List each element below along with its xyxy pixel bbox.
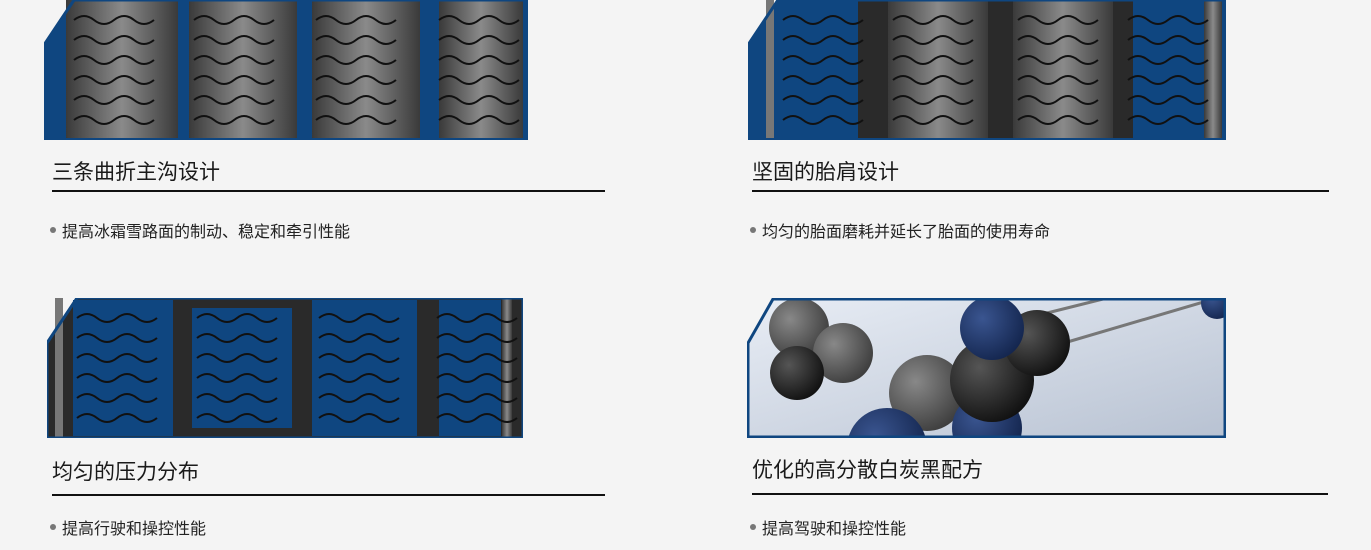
bullet-icon — [750, 227, 756, 233]
feature-bullet-text: 提高驾驶和操控性能 — [762, 519, 907, 538]
divider — [752, 493, 1328, 495]
bullet-icon — [50, 524, 56, 530]
bullet-icon — [750, 524, 756, 530]
feature-bullet-text: 提高冰霜雪路面的制动、稳定和牵引性能 — [62, 222, 351, 241]
feature-title: 均匀的压力分布 — [52, 460, 199, 484]
silica-molecule-image — [747, 298, 1226, 438]
tread-groove-image — [44, 0, 528, 140]
feature-title: 三条曲折主沟设计 — [52, 160, 220, 184]
bullet-icon — [50, 227, 56, 233]
feature-title: 优化的高分散白炭黑配方 — [752, 458, 983, 482]
tread-shoulder-image — [748, 0, 1226, 140]
tread-pressure-image — [47, 298, 523, 438]
divider — [52, 494, 605, 496]
divider — [52, 190, 605, 192]
feature-bullet-text: 提高行驶和操控性能 — [62, 519, 207, 538]
feature-bullet: 提高行驶和操控性能 — [50, 515, 206, 539]
feature-bullet: 提高驾驶和操控性能 — [750, 515, 906, 539]
feature-bullet-text: 均匀的胎面磨耗并延长了胎面的使用寿命 — [762, 222, 1051, 241]
feature-bullet: 均匀的胎面磨耗并延长了胎面的使用寿命 — [750, 218, 1050, 242]
divider — [752, 190, 1329, 192]
feature-title: 坚固的胎肩设计 — [752, 160, 899, 184]
feature-bullet: 提高冰霜雪路面的制动、稳定和牵引性能 — [50, 218, 350, 242]
